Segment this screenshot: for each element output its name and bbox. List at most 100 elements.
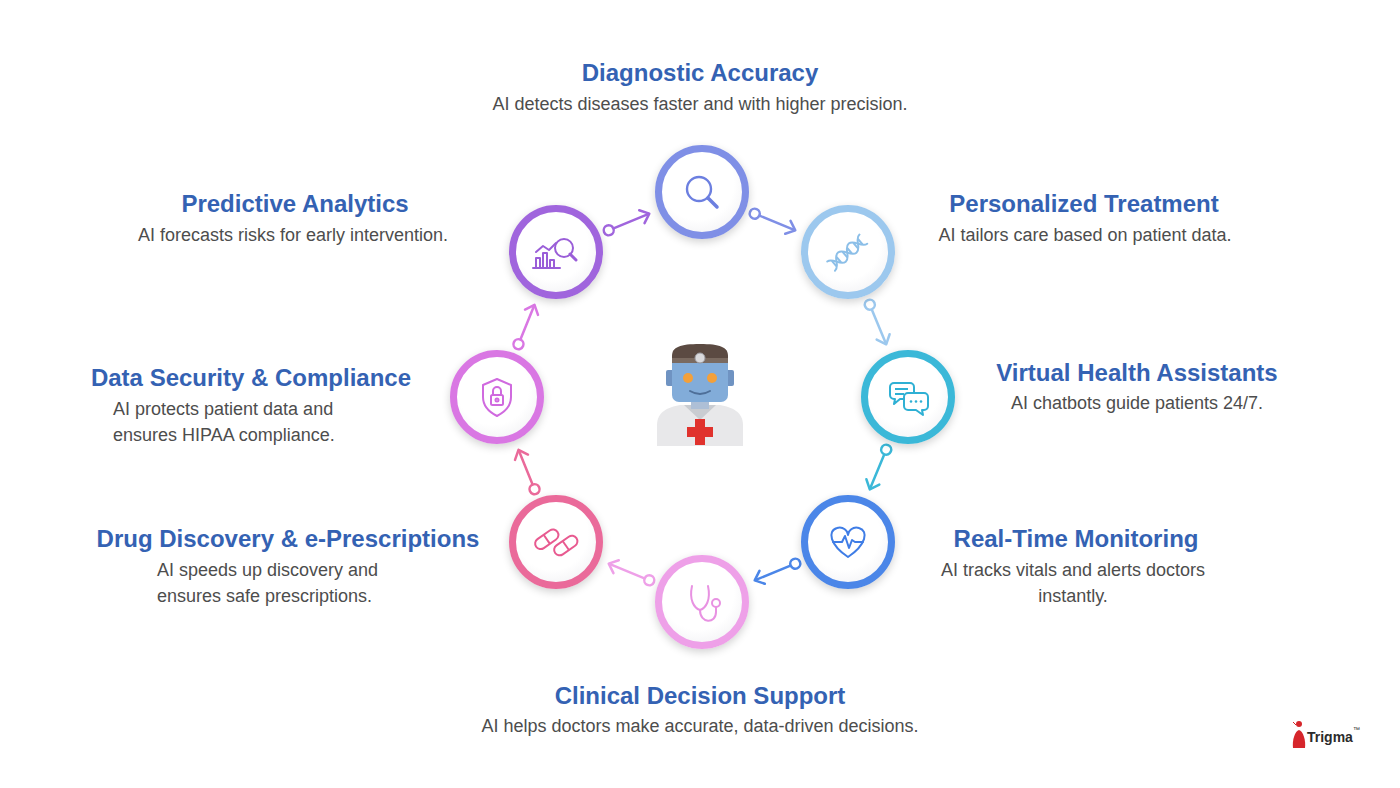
feature-heading: Clinical Decision Support <box>440 682 960 710</box>
flow-arrow <box>599 560 658 584</box>
chat-icon <box>890 383 914 404</box>
dna-icon <box>827 235 867 271</box>
capsule-icon <box>533 520 580 564</box>
feature-description: AI speeds up discovery and ensures safe … <box>157 557 415 609</box>
robot-hair <box>672 344 728 362</box>
analytics-icon <box>533 239 576 268</box>
flow-arrow <box>515 296 539 354</box>
stethoscope-icon <box>712 599 720 607</box>
feature-heading: Drug Discovery & e-Prescriptions <box>28 525 548 553</box>
shield-lock-icon <box>493 387 501 395</box>
shield-lock-icon <box>483 379 511 416</box>
robot-lapel <box>684 405 716 420</box>
magnifier-icon <box>708 198 717 207</box>
dna-icon <box>843 252 847 257</box>
shield-lock-icon <box>483 379 511 416</box>
cross-vertical <box>695 419 705 445</box>
feature-description: AI protects patient data and ensures HIP… <box>113 396 375 448</box>
trademark-sign: ™ <box>1353 725 1360 734</box>
feature-heading: Predictive Analytics <box>35 190 555 218</box>
logo-mark <box>1293 721 1305 748</box>
robot-head <box>672 352 728 402</box>
feature-circle: Predictive AnalyticsAI forecasts risks f… <box>509 205 603 299</box>
robot-coat <box>657 405 743 446</box>
feature-description: AI detects diseases faster and with high… <box>400 91 1000 117</box>
chat-icon <box>904 393 928 415</box>
capsule-icon <box>544 535 550 544</box>
chat-icon <box>895 388 908 390</box>
dna-icon <box>848 248 852 253</box>
shield-lock-icon <box>491 395 503 405</box>
flow-arrow <box>515 441 539 499</box>
stethoscope-icon <box>691 586 709 610</box>
robot-ear <box>726 370 734 386</box>
head-mirror <box>695 353 705 363</box>
feature-circle: Diagnostic AccuracyAI detects diseases f… <box>655 145 749 239</box>
flow-arrow <box>866 440 890 498</box>
feature-heading: Real-Time Monitoring <box>816 525 1336 553</box>
feature-heading: Personalized Treatment <box>824 190 1344 218</box>
heart-pulse-icon <box>831 528 864 557</box>
chat-icon <box>910 400 913 403</box>
chat-icon <box>890 383 928 415</box>
feature-heading: Virtual Health Assistants <box>877 359 1397 387</box>
capsule-icon <box>563 541 569 550</box>
robot-neck <box>691 399 709 409</box>
analytics-icon <box>533 267 560 269</box>
shield-lock-icon <box>496 399 499 402</box>
analytics-icon <box>555 239 573 257</box>
feature-heading: Diagnostic Accuracy <box>440 59 960 87</box>
stethoscope-icon <box>700 607 716 621</box>
dna-icon <box>858 239 862 244</box>
stethoscope-icon <box>691 586 720 621</box>
flow-arrow <box>866 295 890 353</box>
feature-circle: Personalized TreatmentAI tailors care ba… <box>801 205 895 299</box>
feature-description: AI tracks vitals and alerts doctors inst… <box>921 557 1226 609</box>
chat-icon <box>920 400 923 403</box>
analytics-icon <box>543 253 547 268</box>
feature-description: AI tailors care based on patient data. <box>875 222 1295 248</box>
feature-description: AI chatbots guide patients 24/7. <box>937 390 1337 416</box>
heart-pulse-icon <box>831 528 864 557</box>
robot-eye <box>683 373 693 383</box>
dna-icon <box>854 243 858 248</box>
feature-circle: Clinical Decision SupportAI helps doctor… <box>655 555 749 649</box>
logo-mark <box>1296 721 1302 727</box>
dna-icon <box>827 235 867 271</box>
cross-horizontal <box>687 427 713 437</box>
head-mirror-band <box>672 358 728 363</box>
magnifier-icon <box>687 177 717 207</box>
dna-icon <box>827 235 867 271</box>
analytics-icon <box>570 254 576 260</box>
robot-ear <box>666 370 674 386</box>
logo-mark <box>1293 730 1305 748</box>
robot-eye <box>707 373 717 383</box>
heart-pulse-icon <box>833 536 863 548</box>
flow-arrow <box>745 210 804 234</box>
dna-icon <box>837 257 841 262</box>
robot-mouth <box>690 391 710 394</box>
capsule-icon <box>552 534 580 558</box>
feature-circle: Real-Time MonitoringAI tracks vitals and… <box>801 495 895 589</box>
logo-mark <box>1293 722 1296 725</box>
chat-icon <box>915 400 918 403</box>
flow-arrow <box>745 560 804 584</box>
chat-icon <box>895 393 904 395</box>
feature-heading: Data Security & Compliance <box>0 364 511 392</box>
feature-description: AI forecasts risks for early interventio… <box>83 222 503 248</box>
magnifier-icon <box>687 177 711 201</box>
logo-wordmark: Trigma <box>1307 729 1353 745</box>
analytics-icon <box>550 260 554 268</box>
robot-doctor <box>657 344 743 446</box>
feature-circle: Data Security & ComplianceAI protects pa… <box>450 350 544 444</box>
dna-icon <box>832 261 836 266</box>
feature-circle: Virtual Health AssistantsAI chatbots gui… <box>861 350 955 444</box>
analytics-icon <box>536 258 540 268</box>
feature-description: AI helps doctors make accurate, data-dri… <box>400 713 1000 739</box>
capsule-icon <box>533 527 561 551</box>
analytics-icon <box>536 243 556 252</box>
feature-circle: Drug Discovery & e-PrescriptionsAI speed… <box>509 495 603 589</box>
